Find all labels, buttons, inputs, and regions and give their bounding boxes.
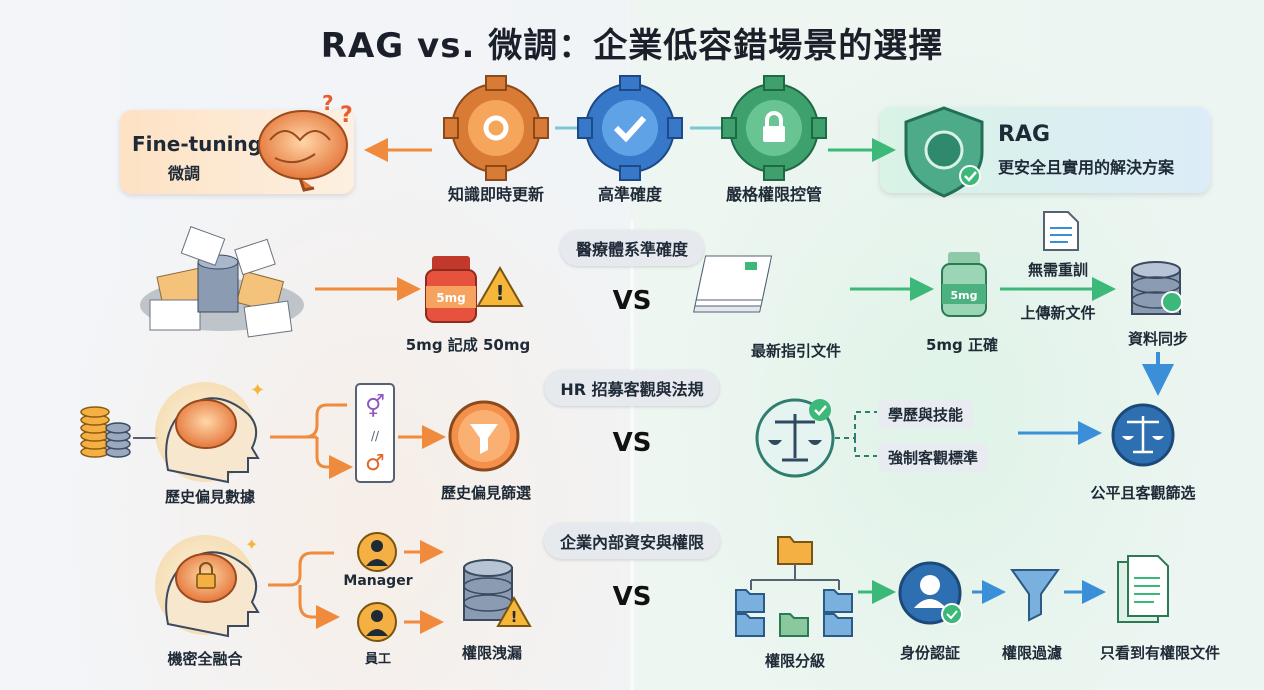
caption-manager: Manager xyxy=(343,573,413,589)
page-title: RAG vs. 微調：企業低容錯場景的選擇 xyxy=(320,26,944,66)
folder-tree-icon xyxy=(735,536,853,637)
vs-row3: VS xyxy=(612,582,652,612)
gear-label-update: 知識即時更新 xyxy=(447,185,545,204)
rag-label: RAG xyxy=(998,122,1051,147)
finetune-label: Fine-tuning xyxy=(132,132,263,156)
caption-sync: 資料同步 xyxy=(1127,330,1189,348)
rag-sub: 更安全且實用的解決方案 xyxy=(998,158,1175,177)
dashed-connector xyxy=(835,411,877,457)
funnel-icon xyxy=(1010,569,1060,622)
gear-orange-icon xyxy=(443,75,549,181)
caption-fair-screening: 公平且客觀篩选 xyxy=(1090,484,1196,502)
caption-dosage-correct: 5mg 正確 xyxy=(925,336,999,354)
coin-stack-icon xyxy=(80,406,131,458)
vs-row2: VS xyxy=(612,428,652,458)
caption-dosage-error: 5mg 記成 50mg xyxy=(405,336,531,354)
svg-text:?: ? xyxy=(322,91,334,115)
gear-label-permission: 嚴格權限控管 xyxy=(725,185,823,204)
fair-scale-icon xyxy=(1111,403,1175,467)
svg-text://: // xyxy=(371,429,380,443)
rag-shield-icon xyxy=(904,106,984,198)
svg-text:!: ! xyxy=(495,281,504,305)
topic-medical: 醫療體系準確度 xyxy=(559,230,705,266)
topic-hr: HR 招募客觀與法規 xyxy=(544,370,720,406)
database-warning-icon: ! xyxy=(463,559,532,627)
tag-education-skills: 學歷與技能 xyxy=(878,400,974,429)
bottle-right-text: 5mg xyxy=(951,289,978,302)
authorized-docs-icon xyxy=(1117,555,1169,623)
caption-no-retrain: 無需重訓 xyxy=(1027,261,1089,279)
caption-permission-leak: 權限洩漏 xyxy=(461,644,523,662)
gear-green-lock-icon xyxy=(721,75,827,181)
caption-confidential-merge: 機密全融合 xyxy=(167,650,243,668)
data-chaos-pile-icon xyxy=(140,226,304,338)
caption-permission-filter: 權限過濾 xyxy=(1001,644,1063,662)
scale-check-icon xyxy=(755,398,835,478)
guideline-docs-icon xyxy=(693,255,773,313)
caption-guideline: 最新指引文件 xyxy=(750,342,842,360)
bias-filter-icon xyxy=(448,400,520,472)
new-document-icon xyxy=(1043,211,1079,251)
caption-bias-data: 歷史偏見數據 xyxy=(164,488,256,506)
medicine-bottle-icon xyxy=(425,256,477,323)
caption-employee: 員工 xyxy=(364,652,392,667)
bottle-left-text: 5mg xyxy=(436,291,465,305)
caption-upload: 上傳新文件 xyxy=(1020,304,1096,322)
svg-text:✦: ✦ xyxy=(245,535,258,554)
finetune-brain-icon: ? ? xyxy=(258,91,353,192)
user-verify-icon xyxy=(898,561,963,625)
vs-row1: VS xyxy=(612,286,652,316)
caption-authorized-view: 只看到有權限文件 xyxy=(1099,644,1221,662)
brain-head-bias-icon: ✦ xyxy=(155,380,265,484)
gear-label-accuracy: 高準確度 xyxy=(597,185,663,204)
manager-avatar-icon xyxy=(357,532,397,572)
employee-avatar-icon xyxy=(357,602,397,642)
svg-text:!: ! xyxy=(511,608,518,626)
tag-objective-standard: 強制客觀標準 xyxy=(878,443,989,472)
caption-permission-tiers: 權限分級 xyxy=(764,652,826,670)
medicine-bottle-green-icon xyxy=(941,252,987,317)
svg-text:✦: ✦ xyxy=(250,380,265,401)
caption-identity-auth: 身份認証 xyxy=(899,644,961,662)
caption-bias-filter: 歷史偏見篩選 xyxy=(440,484,532,502)
warning-icon: ! xyxy=(476,266,524,307)
topic-security: 企業內部資安與權限 xyxy=(543,523,721,559)
svg-text:⚥: ⚥ xyxy=(365,393,385,420)
svg-text:♂: ♂ xyxy=(365,451,385,476)
brain-lock-head-icon: ✦ xyxy=(155,535,260,638)
gender-card-icon: ⚥ // ♂ xyxy=(355,383,395,483)
svg-text:?: ? xyxy=(340,103,353,128)
role-branch-connector xyxy=(268,551,334,617)
gear-blue-check-icon xyxy=(577,75,683,181)
finetune-sub: 微調 xyxy=(168,164,201,183)
database-sync-icon xyxy=(1131,261,1183,315)
